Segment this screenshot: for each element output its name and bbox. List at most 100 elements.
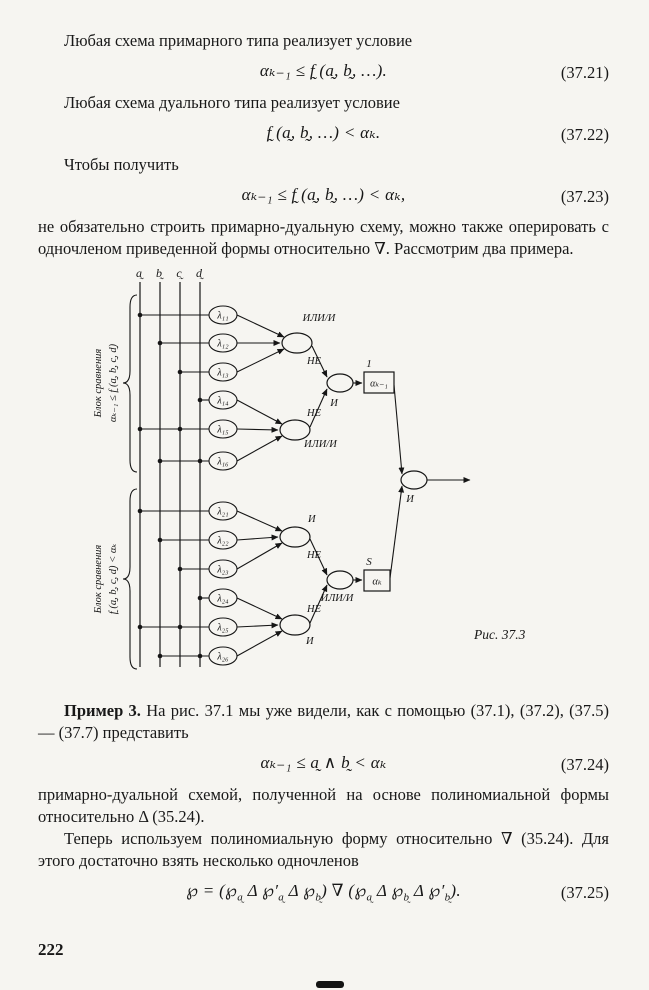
equation-body: f̰ (a̰, b̰, …) < αₖ. — [266, 123, 381, 143]
input-label-d: d̰ — [196, 266, 204, 280]
equation-number: (37.25) — [560, 883, 609, 903]
eq25-term: ). — [450, 881, 461, 901]
box-alpha-k — [363, 568, 391, 592]
gate-or-and-top — [281, 331, 313, 354]
lambda-13: λ₁₃ — [216, 367, 229, 378]
block1-label-line2: αₖ₋₁ ≤ f̰ (a̰, b̰, c̰, d̰) — [108, 343, 119, 422]
eq25-term: Δ ℘′ — [243, 881, 279, 901]
brace-block2 — [122, 487, 138, 670]
gate-input-arrows — [236, 314, 471, 657]
equation-body: αₖ₋₁ ≤ a̰ ∧ b̰ < αₖ — [260, 752, 387, 772]
equation-body: αₖ₋₁ ≤ f̰ (a̰, b̰, …). — [259, 61, 388, 81]
example-3-label: Пример 3. — [64, 700, 141, 720]
equation-body: αₖ₋₁ ≤ f̰ (a̰, b̰, …) < αₖ, — [241, 185, 406, 205]
lambda-input-wires — [140, 313, 209, 657]
block1-label-line1: Блок сравнения — [93, 348, 104, 418]
label-or-and-merge-bottom: ИЛИ/И — [320, 593, 355, 604]
lambda-21: λ₂₁ — [216, 506, 228, 517]
lambda-labels-block1: λ₁₁ λ₁₂ λ₁₃ λ₁₄ λ₁₅ λ₁₆ — [216, 310, 229, 467]
paragraph-to-obtain: Чтобы получить — [64, 155, 179, 175]
input-labels: a̰ b̰ c̰ d̰ — [136, 266, 204, 280]
output-boxes: αₖ₋₁ 1 αₖ S — [363, 358, 395, 592]
block2-label-line2: f̰ (a̰, b̰, c̰, d̰) < αₖ — [108, 543, 119, 614]
input-label-b: b̰ — [156, 266, 164, 280]
equation-number: (37.22) — [560, 125, 609, 145]
example-3-text: На рис. 37.1 мы уже видели, как с помощь… — [38, 700, 609, 742]
eq25-term: Δ ℘′ — [409, 881, 445, 901]
eq25-sub: b̰ — [403, 891, 410, 904]
equation-body: ℘ = (℘a̰ Δ ℘′a̰ Δ ℘b̰) ∇ (℘a̰ Δ ℘b̰ Δ ℘′… — [186, 881, 461, 903]
input-label-a: a̰ — [136, 266, 144, 280]
label-and-final: И — [405, 494, 415, 505]
gate-and-merge-top — [326, 372, 354, 393]
lambda-16: λ₁₆ — [216, 456, 229, 467]
eq25-term: ℘ = (℘ — [186, 881, 238, 901]
block-braces — [122, 293, 138, 670]
label-not-4: НЕ — [306, 604, 322, 615]
equation-37-24: αₖ₋₁ ≤ a̰ ∧ b̰ < αₖ (37.24) — [38, 752, 610, 774]
box-tag-1: 1 — [366, 358, 372, 370]
gate-and-bottom — [279, 525, 311, 548]
paragraph-example-3: Пример 3. На рис. 37.1 мы уже видели, ка… — [38, 700, 609, 744]
lambda-26: λ₂₆ — [216, 651, 229, 662]
figure-container: Блок сравнения αₖ₋₁ ≤ f̰ (a̰, b̰, c̰, d̰… — [82, 265, 609, 688]
box-alpha-k-label: αₖ — [372, 576, 382, 587]
label-and-merge-top: И — [329, 398, 339, 409]
paragraph-dual-type: Любая схема дуального типа реализует усл… — [64, 93, 400, 113]
eq25-term: Δ ℘ — [372, 881, 404, 901]
paragraph-primary-dual-scheme: примарно-дуальной схемой, полученной на … — [38, 784, 609, 826]
lambda-15: λ₁₅ — [216, 424, 229, 435]
block2-label-line1: Блок сравнения — [93, 544, 104, 614]
gate-and-bottom2 — [279, 613, 311, 636]
label-not-3: НЕ — [306, 550, 322, 561]
paragraph-primary-type: Любая схема примарного типа реализует ус… — [64, 31, 413, 50]
gate-or-and-top2 — [279, 418, 311, 441]
lambda-11: λ₁₁ — [216, 310, 228, 321]
label-not-1: НЕ — [306, 356, 322, 367]
lambda-22: λ₂₂ — [216, 535, 229, 546]
eq25-sub: a̰ — [366, 891, 373, 904]
junction-dots — [137, 312, 203, 658]
gate-and-final — [400, 469, 428, 490]
paragraph-now-use-form: Теперь используем полиномиальную форму о… — [38, 828, 609, 871]
block2-label: Блок сравнения f̰ (a̰, b̰, c̰, d̰) < αₖ — [93, 543, 119, 614]
gate-labels: ИЛИ/И НЕ НЕ ИЛИ/И И И НЕ НЕ ИЛИ/И И И — [302, 313, 416, 647]
lambda-nodes-block2 — [208, 500, 238, 666]
label-not-2: НЕ — [306, 408, 322, 419]
lambda-25: λ₂₅ — [216, 622, 229, 633]
page-number: 222 — [38, 940, 64, 959]
label-or-and-1: ИЛИ/И — [302, 313, 337, 324]
block1-label: Блок сравнения αₖ₋₁ ≤ f̰ (a̰, b̰, c̰, d̰… — [93, 343, 119, 422]
input-wires — [139, 281, 201, 667]
lambda-14: λ₁₄ — [216, 395, 229, 406]
equation-number: (37.24) — [560, 754, 609, 774]
eq25-sub: b̰ — [315, 891, 322, 904]
eq25-sub: a̰ — [278, 891, 285, 904]
equation-number: (37.23) — [560, 187, 609, 207]
label-and-bottom2: И — [305, 636, 315, 647]
label-and-bottom: И — [307, 514, 317, 525]
input-label-c: c̰ — [176, 266, 183, 280]
figure-caption: Рис. 37.3 — [473, 627, 526, 642]
eq25-sub: b̰ — [444, 891, 451, 904]
lambda-23: λ₂₃ — [216, 564, 229, 575]
label-or-and-2: ИЛИ/И — [303, 439, 338, 450]
equation-number: (37.21) — [560, 63, 609, 83]
lambda-12: λ₁₂ — [216, 338, 229, 349]
lambda-24: λ₂₄ — [216, 593, 229, 604]
box-alpha-k-1-label: αₖ₋₁ — [370, 378, 388, 389]
lambda-nodes-block1 — [208, 304, 238, 471]
equation-37-22: f̰ (a̰, b̰, …) < αₖ. (37.22) — [38, 123, 609, 145]
paragraph-not-necessary: не обязательно строить примарно-дуальную… — [38, 217, 609, 259]
lambda-labels-block2: λ₂₁ λ₂₂ λ₂₃ λ₂₄ λ₂₅ λ₂₆ — [216, 506, 229, 662]
figure-37-3-diagram: Блок сравнения αₖ₋₁ ≤ f̰ (a̰, b̰, c̰, d̰… — [93, 266, 526, 670]
eq25-term: Δ ℘ — [284, 881, 316, 901]
equation-37-23: αₖ₋₁ ≤ f̰ (a̰, b̰, …) < αₖ, (37.23) — [38, 185, 609, 207]
scan-artifact — [316, 981, 344, 988]
box-tag-s: S — [366, 556, 372, 568]
gate-ellipses — [279, 331, 428, 636]
equation-37-25: ℘ = (℘a̰ Δ ℘′a̰ Δ ℘b̰) ∇ (℘a̰ Δ ℘b̰ Δ ℘′… — [38, 881, 609, 903]
gate-or-and-merge-bottom — [326, 569, 354, 590]
eq25-sub: a̰ — [237, 891, 244, 904]
